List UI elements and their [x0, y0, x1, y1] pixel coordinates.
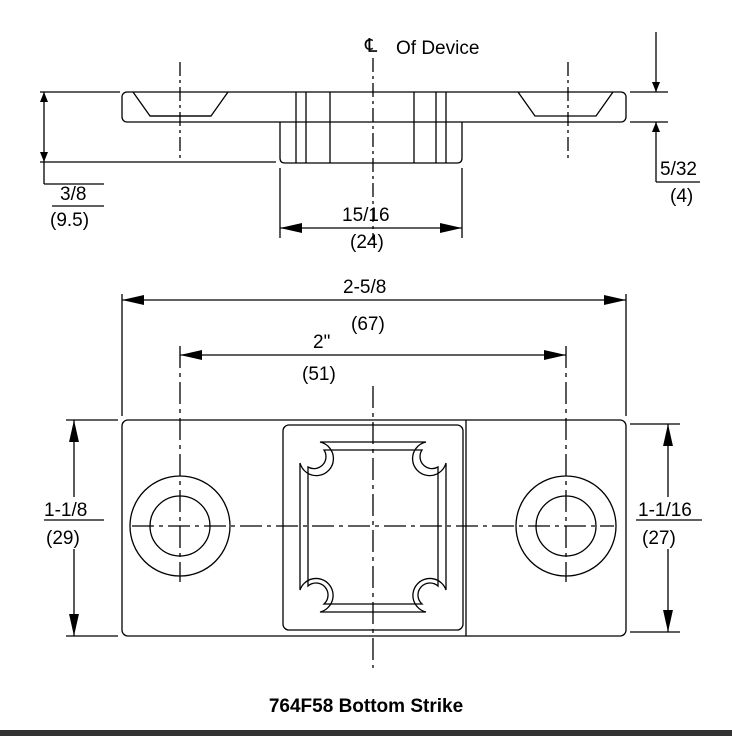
overall-width-metric: (67): [351, 314, 385, 335]
right-height-metric: (27): [642, 528, 676, 549]
right-countersink: [517, 91, 614, 117]
raised-pocket-inner: [299, 441, 447, 613]
strike-plate: [121, 419, 627, 637]
bottom-bar: [0, 730, 732, 736]
base-width-metric: (24): [350, 232, 384, 253]
plan-view: [66, 294, 680, 668]
height-fraction: 3/8: [60, 184, 86, 205]
centerline-label: Of Device: [396, 38, 479, 59]
flange-metric: (4): [670, 186, 693, 207]
raised-pocket-inner-offset: [307, 449, 439, 605]
centerline-symbol: ℄: [364, 36, 378, 57]
side-flange: [121, 91, 627, 123]
base-width-fraction: 15/16: [342, 205, 390, 226]
left-height-fraction: 1-1/8: [44, 500, 87, 521]
raised-pocket-outer: [282, 424, 464, 631]
left-height-metric: (29): [46, 528, 80, 549]
hole-spacing-fraction: 2": [313, 332, 330, 353]
drawing-title: 764F58 Bottom Strike: [269, 696, 463, 717]
right-height-fraction: 1-1/16: [638, 500, 692, 521]
side-center-body: [279, 122, 463, 164]
side-view: [40, 32, 700, 240]
height-metric: (9.5): [50, 210, 89, 231]
overall-width-fraction: 2-5/8: [343, 277, 386, 298]
flange-fraction: 5/32: [660, 159, 697, 180]
hole-spacing-metric: (51): [302, 364, 336, 385]
